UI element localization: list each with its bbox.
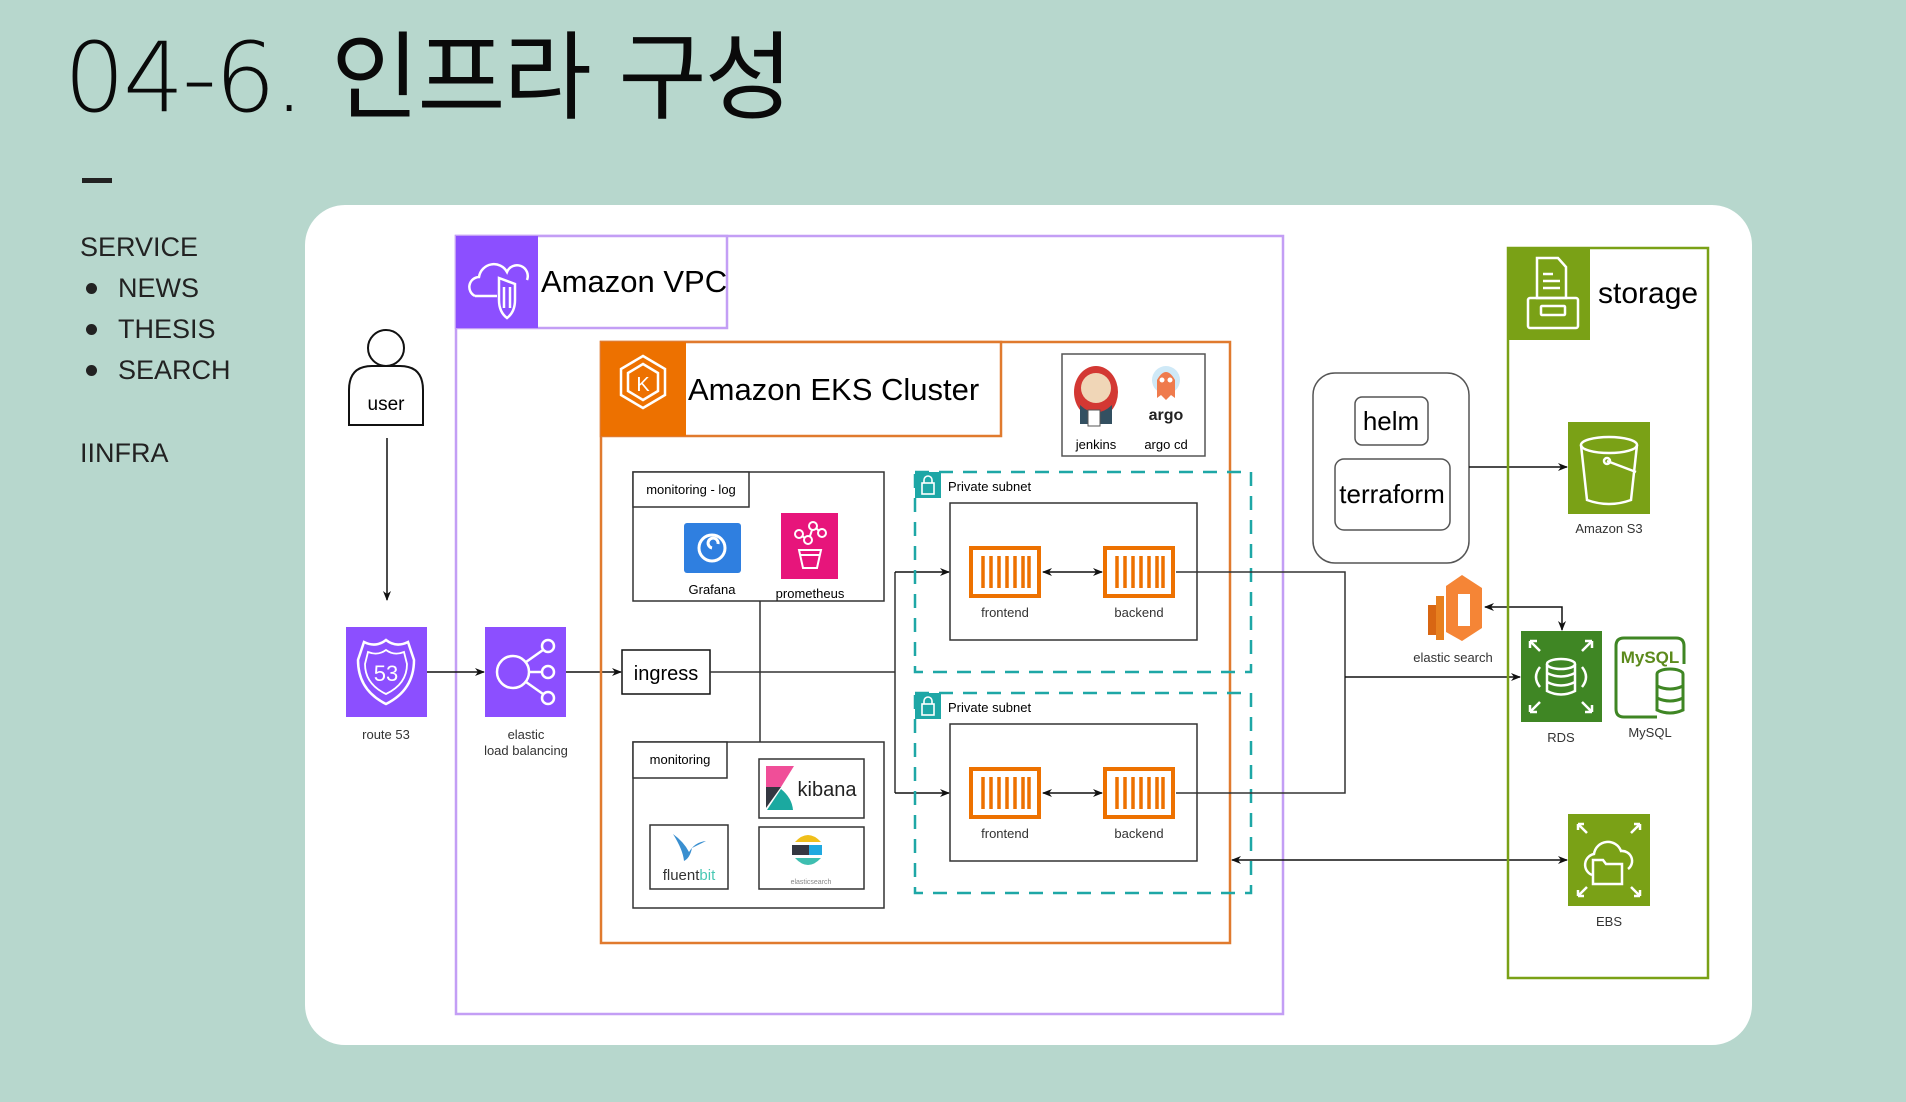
sidebar-item-label: NEWS <box>118 273 199 303</box>
argo-icon <box>1152 366 1180 400</box>
fluentbit-label: fluentbit <box>663 867 716 884</box>
ingress-label: ingress <box>634 663 698 685</box>
jenkins-icon <box>1074 366 1118 427</box>
subnet-1-frontend-label: frontend <box>981 605 1029 620</box>
frontend-container-icon <box>969 546 1041 598</box>
terraform-node <box>1334 458 1451 531</box>
backend-container-icon <box>1103 546 1175 598</box>
grafana-label: Grafana <box>689 582 737 597</box>
terraform-label: terraform <box>1339 479 1444 509</box>
jenkins-label: jenkins <box>1075 437 1117 452</box>
subnet-2-backend-label: backend <box>1114 826 1163 841</box>
sidebar-item-label: SEARCH <box>118 355 231 385</box>
kibana-label: kibana <box>798 779 858 801</box>
bullet-icon <box>86 365 97 376</box>
subnet-1-label: Private subnet <box>948 479 1031 494</box>
argo-logo-text: argo <box>1149 407 1184 424</box>
title-underline <box>82 178 112 183</box>
user-node: user <box>348 329 424 426</box>
mysql-logo-text: MySQL <box>1621 648 1680 667</box>
subnet-1-backend-label: backend <box>1114 605 1163 620</box>
sidebar-item-search: SEARCH <box>80 355 231 386</box>
eks-label: Amazon EKS Cluster <box>688 372 979 407</box>
elastic-search-rds-arrow <box>1484 603 1566 631</box>
sidebar-section-infra: IINFRA <box>80 438 169 468</box>
storage-boundary <box>1506 246 1710 980</box>
helm-label: helm <box>1363 406 1419 436</box>
user-body-icon <box>348 365 424 426</box>
helm-node <box>1354 396 1429 446</box>
route53-label: route 53 <box>362 727 410 742</box>
frontend-container-icon <box>969 767 1041 819</box>
vpc-boundary <box>454 234 1285 1016</box>
sidebar-item-thesis: THESIS <box>80 314 216 345</box>
route53-badge: 53 <box>374 661 398 686</box>
storage-icon <box>1508 248 1590 340</box>
subnet-lock-icon <box>914 692 942 720</box>
mysql-label: MySQL <box>1628 725 1671 740</box>
ebs-label: EBS <box>1596 914 1622 929</box>
bullet-icon <box>86 283 97 294</box>
storage-label: storage <box>1598 277 1698 310</box>
backend-container-icon <box>1103 767 1175 819</box>
elastic-search-service-icon <box>1428 575 1482 641</box>
s3-label: Amazon S3 <box>1575 521 1642 536</box>
hummingbird-icon <box>673 834 706 861</box>
argo-cd-label: argo cd <box>1144 437 1187 452</box>
sidebar-item-label: THESIS <box>118 314 216 344</box>
monitoring-log-label: monitoring - log <box>646 482 736 497</box>
elastic-search-label: elastic search <box>1413 650 1492 665</box>
ingress-node <box>621 649 711 695</box>
subnet-2-label: Private subnet <box>948 700 1031 715</box>
sidebar-section-service: SERVICE <box>80 232 199 262</box>
user-label: user <box>368 394 406 415</box>
monitoring-label: monitoring <box>650 752 711 767</box>
elb-label-line2: load balancing <box>484 743 568 758</box>
sidebar-item-news: NEWS <box>80 273 199 304</box>
user-head-icon <box>367 329 405 367</box>
mysql-icon <box>1614 636 1686 719</box>
elb-label-line1: elastic <box>508 727 545 742</box>
rds-label: RDS <box>1547 730 1575 745</box>
vpc-icon <box>456 236 538 328</box>
elasticsearch-label: elasticsearch <box>791 879 832 886</box>
subnet-2-frontend-label: frontend <box>981 826 1029 841</box>
backend-bus-line <box>1176 571 1346 794</box>
cloud-shield-icon <box>468 262 529 320</box>
grafana-icon <box>684 523 741 573</box>
slide-title: 04-6. 인프라 구성 <box>64 22 793 134</box>
fluentbit-node <box>649 824 729 890</box>
bullet-icon <box>86 324 97 335</box>
subnet-lock-icon <box>914 471 942 499</box>
prometheus-label: prometheus <box>776 586 845 601</box>
vpc-label: Amazon VPC <box>541 264 727 299</box>
eks-icon-letter: K <box>636 374 650 396</box>
